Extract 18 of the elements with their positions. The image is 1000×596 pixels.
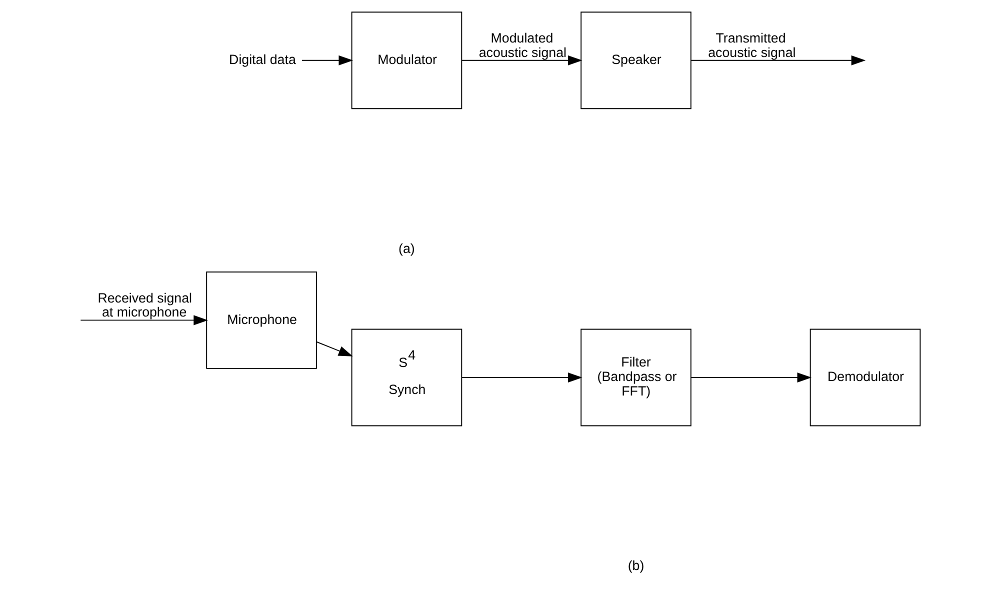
arrow [690,55,866,66]
edge-label: Received signal at microphone [98,290,192,320]
arrow [80,315,208,326]
node-box: Filter (Bandpass or FFT) [580,328,692,426]
edge-label: Transmitted acoustic signal [708,30,796,60]
node-box: Modulator [351,12,462,110]
node-box: Microphone [206,272,317,369]
arrow [690,372,812,383]
arrow [302,55,354,66]
arrow [316,341,353,356]
node-box: Demodulator [810,328,921,426]
node-box: Speaker [580,12,692,110]
label: (a) [398,241,415,256]
arrow [461,55,582,66]
label: (b) [628,558,644,574]
arrow [461,372,582,383]
edge-label: Modulated acoustic signal [478,30,566,60]
node-text: Digital data [229,52,296,67]
